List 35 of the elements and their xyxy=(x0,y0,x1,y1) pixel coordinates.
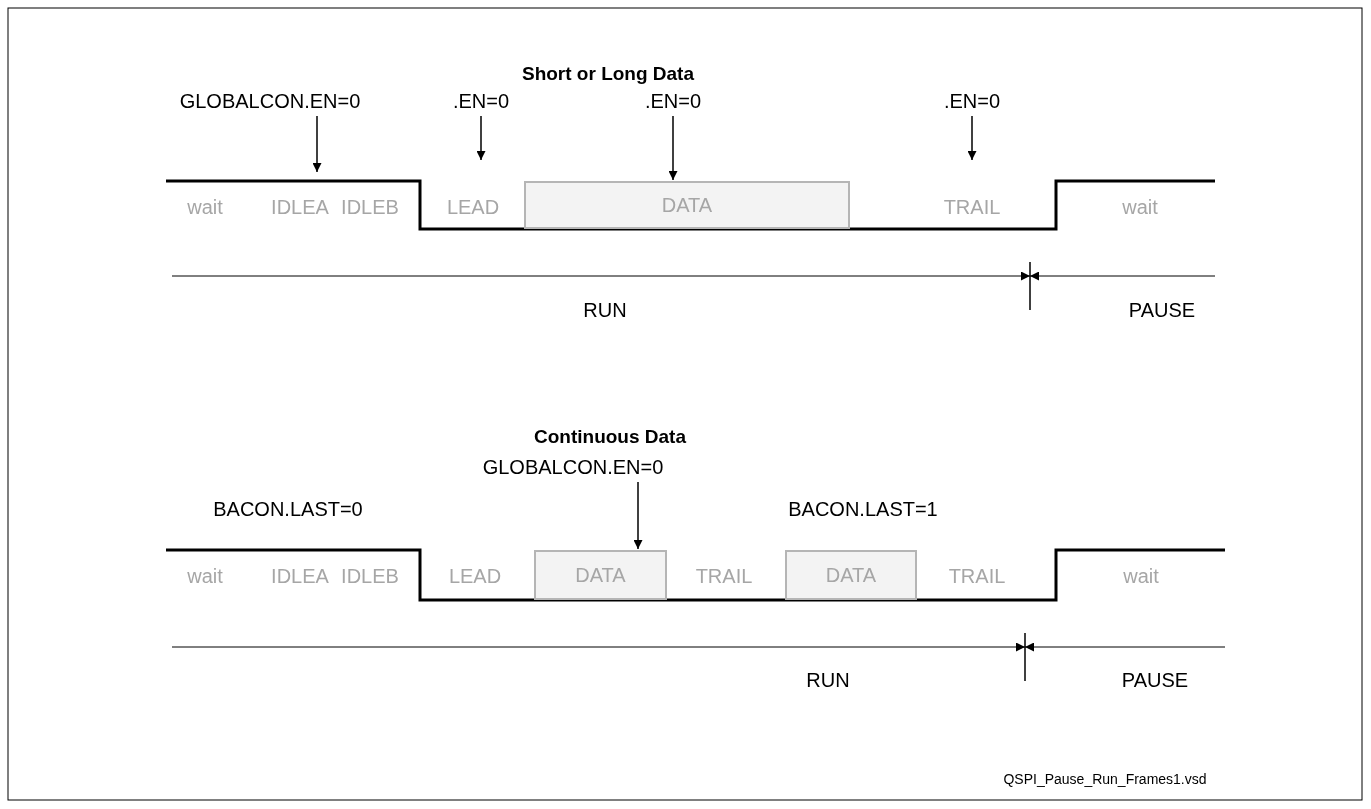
arrow xyxy=(967,115,977,161)
data-box: DATA xyxy=(524,181,850,229)
arrow xyxy=(476,115,486,161)
register-label: .EN=0 xyxy=(452,90,510,112)
state-label: wait xyxy=(1122,196,1158,218)
data-box: DATA xyxy=(785,550,917,600)
state-label: IDLEA xyxy=(271,196,329,218)
file-name: QSPI_Pause_Run_Frames1.vsd xyxy=(1003,772,1207,788)
diagram-heading: Short or Long Data xyxy=(521,63,695,85)
register-label: .EN=0 xyxy=(644,90,702,112)
data-box: DATA xyxy=(534,550,667,600)
register-label: GLOBALCON.EN=0 xyxy=(179,90,361,112)
state-label: TRAIL xyxy=(943,196,1001,218)
state-label: wait xyxy=(187,565,223,587)
state-label: LEAD xyxy=(448,565,502,587)
state-label: IDLEA xyxy=(271,565,329,587)
state-label: wait xyxy=(187,196,223,218)
register-label: GLOBALCON.EN=0 xyxy=(482,456,664,478)
diagram-heading: Continuous Data xyxy=(534,426,686,448)
dimension-label: RUN xyxy=(583,299,627,321)
arrow xyxy=(633,481,643,550)
dimension-label: PAUSE xyxy=(1128,299,1196,321)
dimension-label: PAUSE xyxy=(1121,669,1189,691)
state-label: TRAIL xyxy=(695,565,753,587)
register-label: BACON.LAST=0 xyxy=(213,498,363,520)
state-label: TRAIL xyxy=(948,565,1006,587)
state-label: IDLEB xyxy=(341,565,399,587)
register-label: BACON.LAST=1 xyxy=(788,498,938,520)
state-label: IDLEB xyxy=(341,196,399,218)
arrow xyxy=(312,115,322,173)
dimension-label: RUN xyxy=(806,669,850,691)
arrow xyxy=(668,115,678,181)
state-label: wait xyxy=(1123,565,1159,587)
register-label: .EN=0 xyxy=(943,90,1001,112)
state-label: LEAD xyxy=(446,196,500,218)
